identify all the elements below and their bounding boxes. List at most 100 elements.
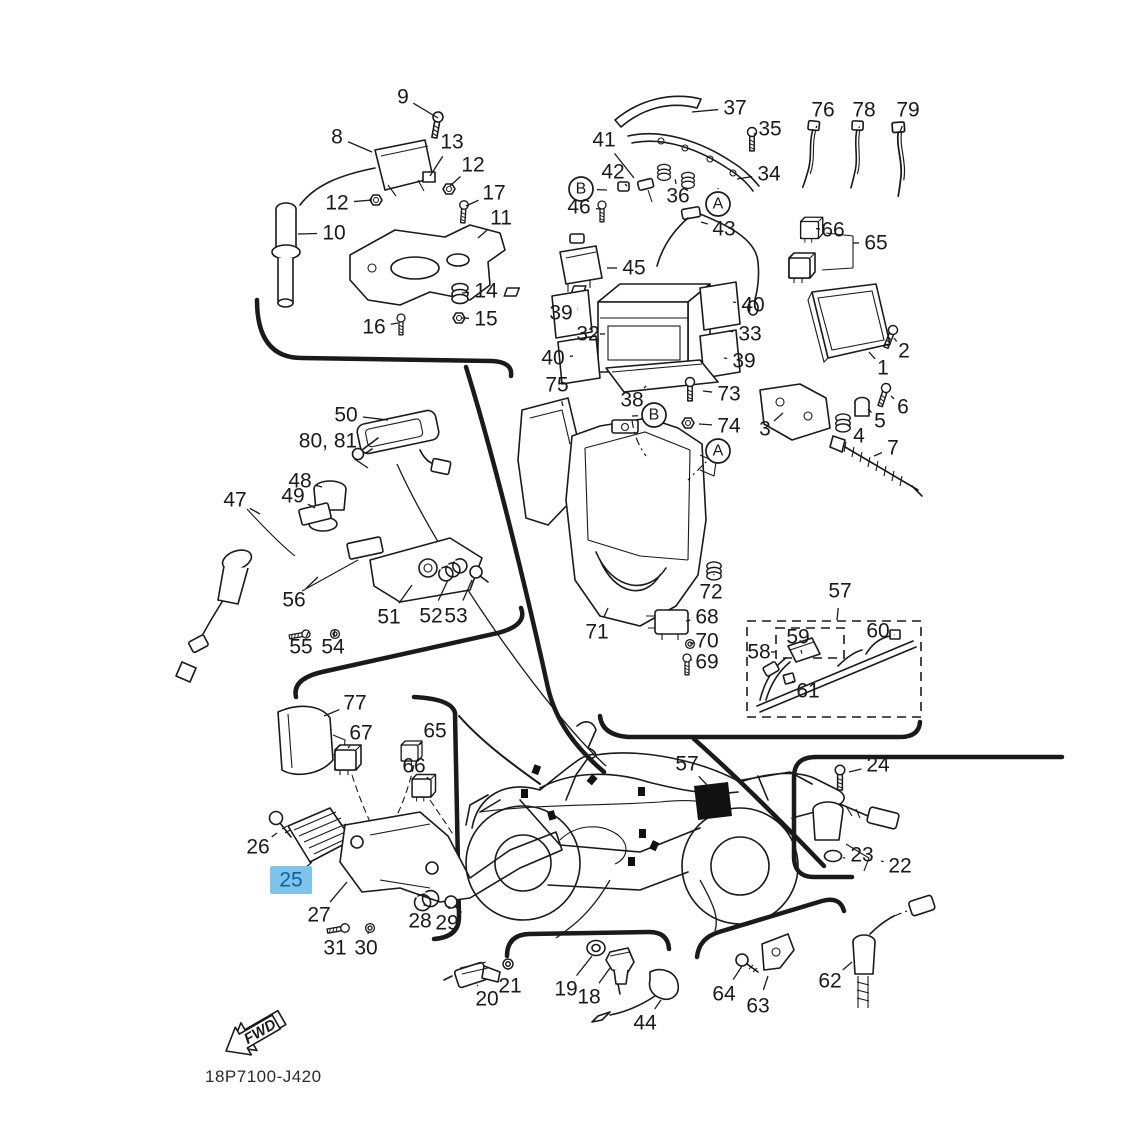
part-label-38: 38 xyxy=(620,385,647,412)
part-label-1: 1 xyxy=(868,351,889,380)
part-label-74: 74 xyxy=(698,415,741,438)
svg-text:22: 22 xyxy=(888,855,911,878)
spark-plug-cap xyxy=(271,202,301,308)
part-label-3: 3 xyxy=(759,412,784,441)
part-label-17: 17 xyxy=(465,182,506,207)
svg-text:12: 12 xyxy=(325,192,348,215)
part-label-39: 39 xyxy=(549,302,578,325)
pads-56 xyxy=(298,502,384,560)
part-label-8: 8 xyxy=(331,126,373,153)
svg-text:35: 35 xyxy=(758,118,781,141)
catalog-number: 18P7100-J420 xyxy=(205,1067,322,1086)
pad-39-left xyxy=(551,289,593,339)
svg-text:21: 21 xyxy=(498,975,521,998)
regulator-group xyxy=(268,705,563,936)
svg-text:39: 39 xyxy=(732,350,755,373)
part-label-76: 76 xyxy=(811,99,835,129)
part-label-24: 24 xyxy=(848,754,890,777)
meter-50 xyxy=(356,409,440,455)
relay-67 xyxy=(334,744,362,776)
part-label-11: 11 xyxy=(477,207,512,239)
svg-text:2: 2 xyxy=(898,340,910,363)
part-label-54: 54 xyxy=(321,630,345,659)
svg-text:74: 74 xyxy=(717,415,741,438)
part-label-75: 75 xyxy=(545,374,569,407)
svg-text:70: 70 xyxy=(695,630,718,653)
part-label-69: 69 xyxy=(690,651,719,674)
part-label-79: 79 xyxy=(896,99,920,133)
part-label-26: 26 xyxy=(246,832,278,859)
part-label-B: B xyxy=(568,176,608,202)
part-label-57: 57 xyxy=(675,753,711,789)
plug-wire xyxy=(299,167,376,206)
svg-text:58: 58 xyxy=(747,641,770,664)
cover-77 xyxy=(277,705,346,776)
part-label-6: 6 xyxy=(890,396,909,419)
svg-text:71: 71 xyxy=(585,621,608,644)
svg-text:1: 1 xyxy=(877,357,889,380)
part-label-55: 55 xyxy=(289,631,313,659)
svg-text:66: 66 xyxy=(402,755,425,778)
svg-text:78: 78 xyxy=(852,99,875,122)
battery-box-group xyxy=(517,376,923,676)
part-label-16: 16 xyxy=(362,316,399,339)
main-switch-48 xyxy=(313,480,347,511)
svg-text:26: 26 xyxy=(246,836,269,859)
part-label-47: 47 xyxy=(223,489,261,515)
svg-text:27: 27 xyxy=(307,904,330,927)
part-label-60: 60 xyxy=(866,620,895,643)
svg-text:7: 7 xyxy=(887,437,899,460)
svg-text:32: 32 xyxy=(576,323,599,346)
part-label-30: 30 xyxy=(354,931,378,960)
battery-lead-41 xyxy=(636,177,655,203)
part-label-41: 41 xyxy=(592,129,635,179)
svg-text:43: 43 xyxy=(712,218,735,241)
part-label-34: 34 xyxy=(736,163,781,186)
key-80-81 xyxy=(351,437,379,461)
svg-text:13: 13 xyxy=(440,131,463,154)
svg-text:19: 19 xyxy=(554,978,577,1001)
svg-text:55: 55 xyxy=(289,636,312,659)
svg-text:68: 68 xyxy=(695,606,718,629)
part-label-28: 28 xyxy=(408,904,432,933)
battery-band xyxy=(614,95,702,128)
part-label-A: A xyxy=(704,438,731,464)
engine-sensors-group xyxy=(443,939,680,1023)
part-label-44: 44 xyxy=(633,999,662,1035)
svg-text:59: 59 xyxy=(786,626,809,649)
part-label-5: 5 xyxy=(867,408,886,433)
svg-text:64: 64 xyxy=(712,983,736,1006)
part-label-19: 19 xyxy=(554,955,593,1001)
terminal-42 xyxy=(617,181,630,192)
part-label-67: 67 xyxy=(347,722,373,749)
svg-text:57: 57 xyxy=(828,580,851,603)
part-label-72: 72 xyxy=(699,573,723,604)
svg-text:40: 40 xyxy=(741,294,764,317)
svg-text:57: 57 xyxy=(675,753,698,776)
part-label-80-81: 80, 81 xyxy=(299,430,369,469)
part-label-14: 14 xyxy=(461,280,498,303)
bracket-51 xyxy=(369,537,483,603)
part-label-64: 64 xyxy=(712,965,743,1006)
svg-text:29: 29 xyxy=(435,912,458,935)
harness-clip-points xyxy=(521,764,660,866)
svg-text:12: 12 xyxy=(461,154,484,177)
part-label-42: 42 xyxy=(601,161,628,187)
part-label-22: 22 xyxy=(880,855,912,878)
svg-text:36: 36 xyxy=(666,185,689,208)
part-label-21: 21 xyxy=(498,969,522,998)
part-label-2: 2 xyxy=(893,337,910,363)
svg-text:9: 9 xyxy=(397,86,409,109)
part-label-37: 37 xyxy=(691,97,747,120)
lead-wire-44 xyxy=(591,968,680,1023)
svg-text:31: 31 xyxy=(323,937,346,960)
damper-52 xyxy=(438,558,468,582)
part-label-66: 66 xyxy=(816,219,845,242)
part-label-13: 13 xyxy=(429,131,464,177)
clip-61 xyxy=(782,672,796,685)
gear-sensor-group xyxy=(735,894,936,1008)
svg-text:51: 51 xyxy=(377,606,400,629)
svg-text:34: 34 xyxy=(757,163,781,186)
svg-text:39: 39 xyxy=(549,302,572,325)
svg-text:80, 81: 80, 81 xyxy=(299,430,357,453)
